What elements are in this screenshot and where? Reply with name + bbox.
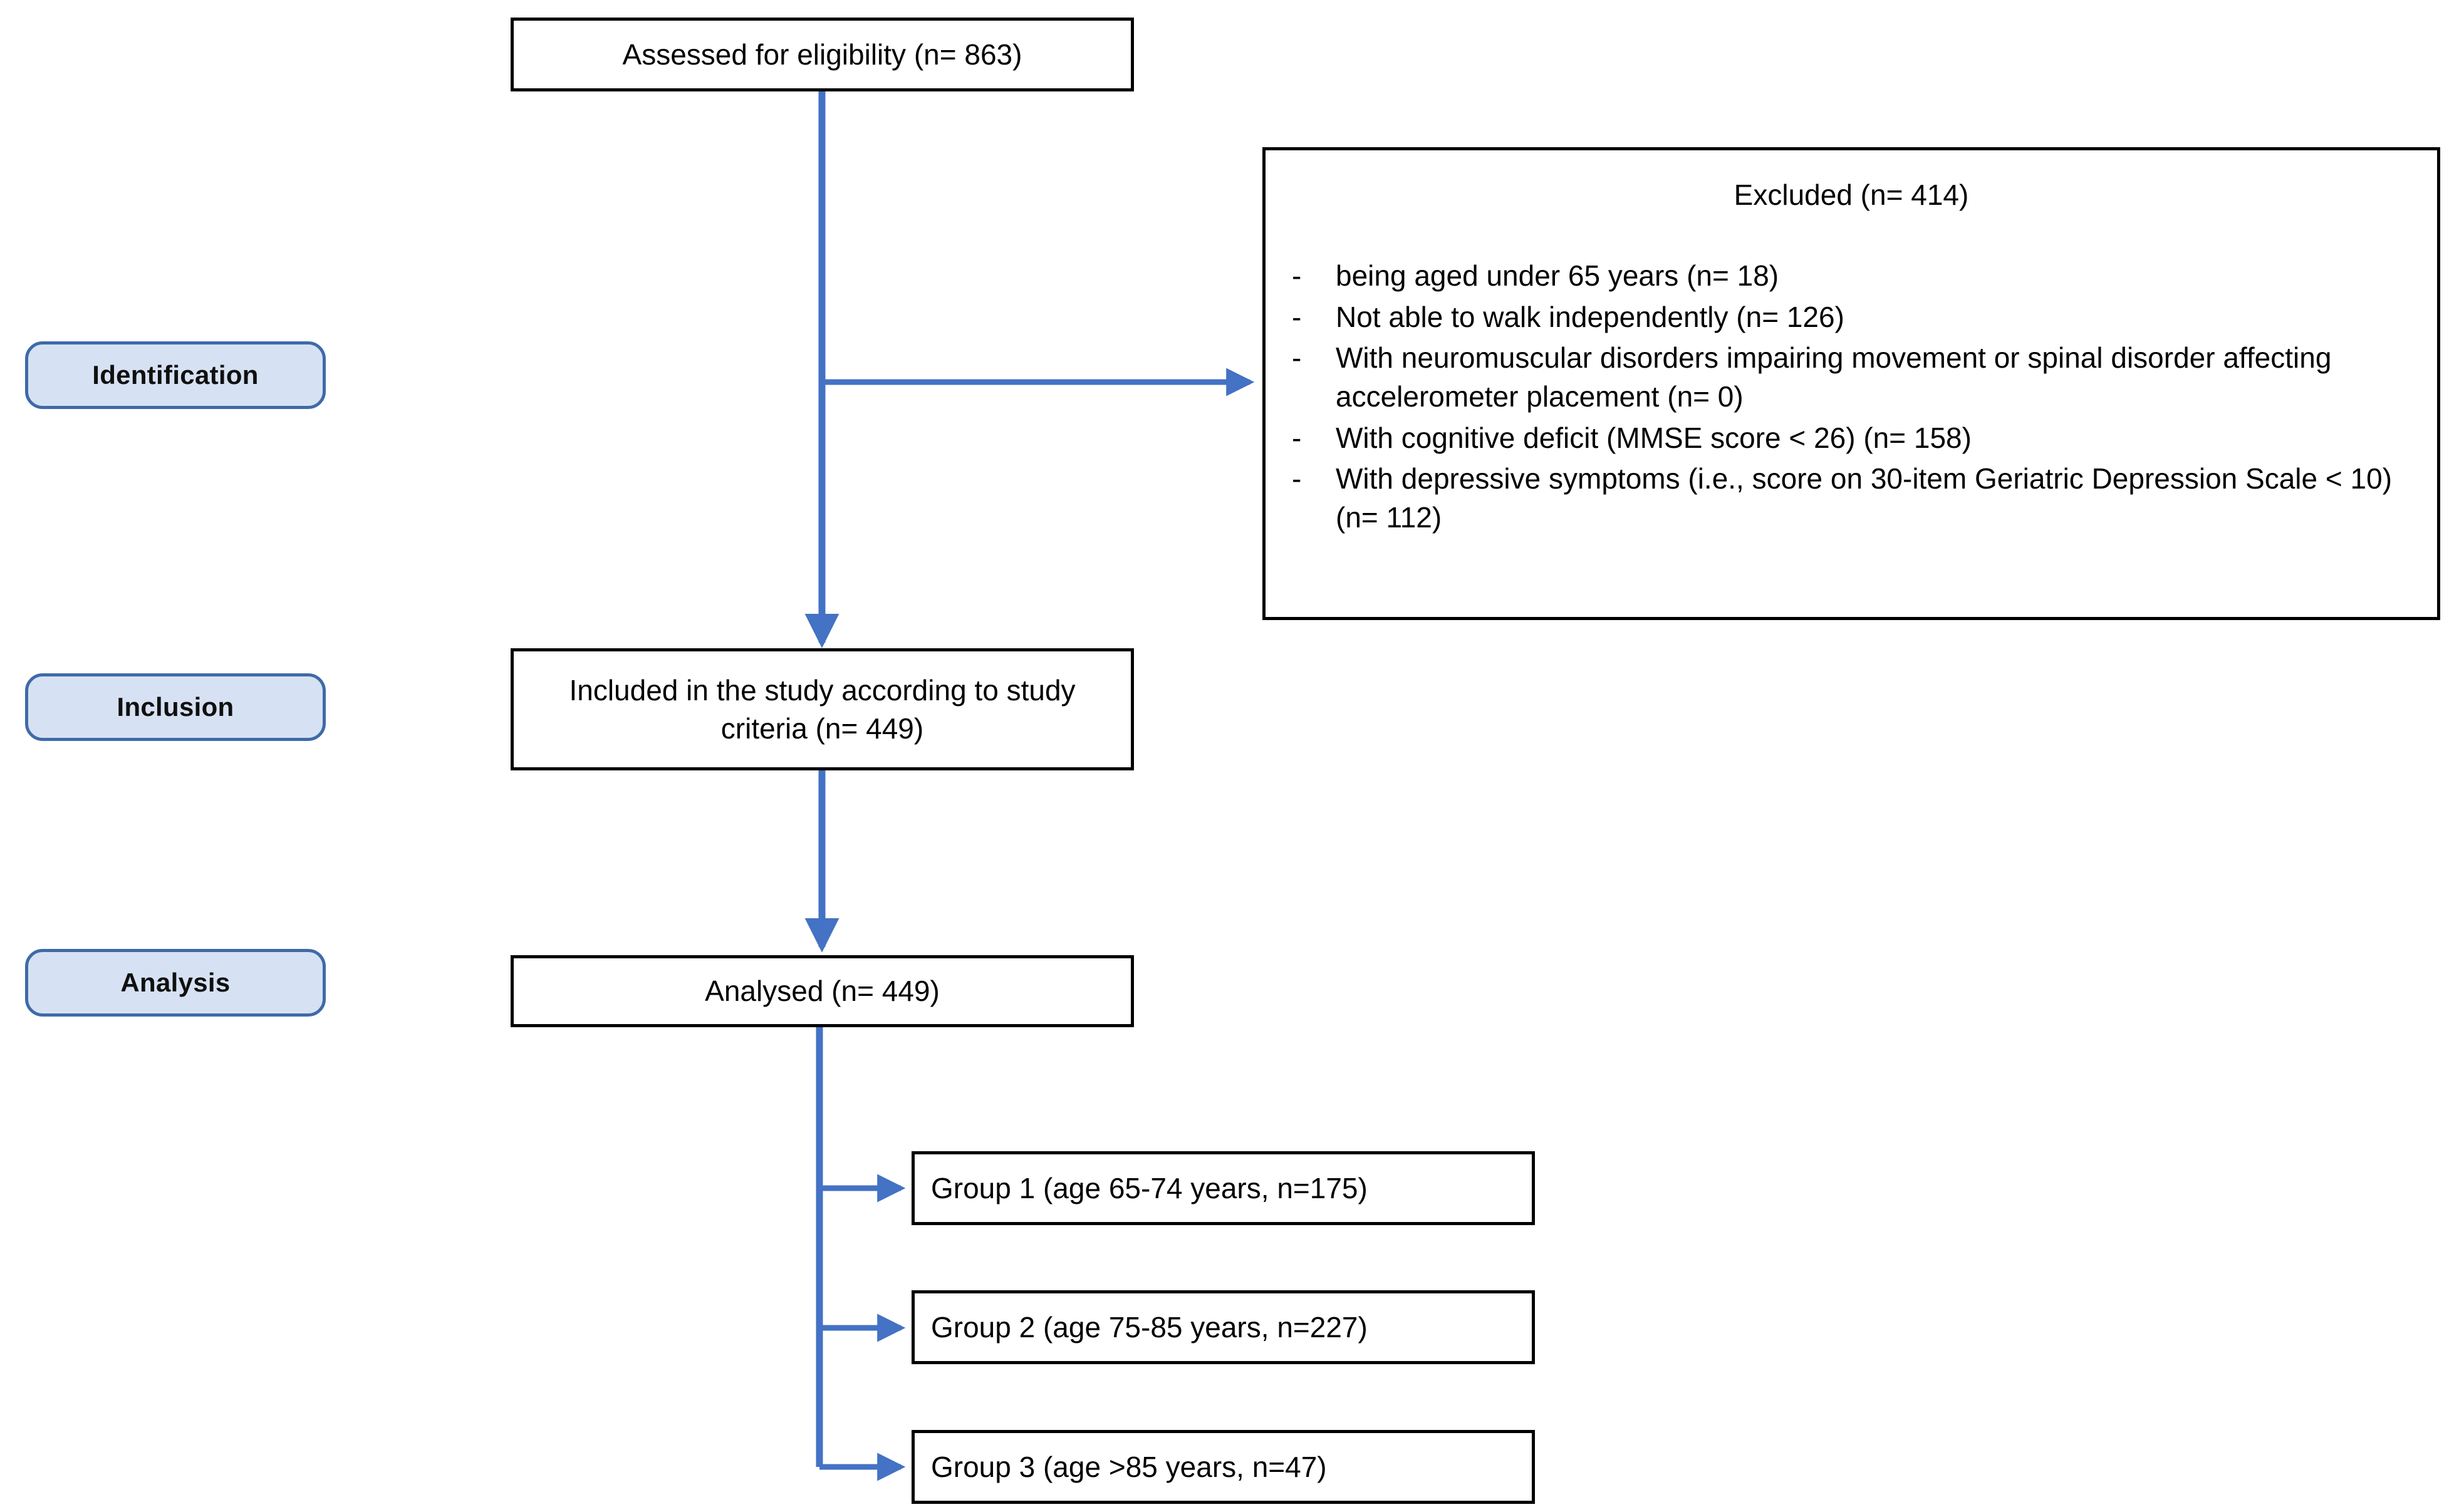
node-label: Group 3 (age >85 years, n=47) bbox=[931, 1451, 1327, 1483]
stage-label-inclusion: Inclusion bbox=[25, 673, 326, 741]
bullet-dash-icon: - bbox=[1292, 421, 1302, 454]
stage-label-text: Analysis bbox=[120, 968, 231, 997]
list-item: - With cognitive deficit (MMSE score < 2… bbox=[1266, 419, 2437, 458]
excluded-reason-list: - being aged under 65 years (n= 18) - No… bbox=[1266, 257, 2437, 537]
node-included-in-study: Included in the study according to study… bbox=[511, 648, 1134, 770]
stage-label-text: Inclusion bbox=[117, 692, 234, 722]
bullet-dash-icon: - bbox=[1292, 259, 1302, 292]
list-item: - With neuromuscular disorders impairing… bbox=[1266, 339, 2437, 416]
node-analysed: Analysed (n= 449) bbox=[511, 955, 1134, 1027]
node-assessed-for-eligibility: Assessed for eligibility (n= 863) bbox=[511, 18, 1134, 91]
node-group-1: Group 1 (age 65-74 years, n=175) bbox=[912, 1151, 1535, 1225]
node-label: Group 2 (age 75-85 years, n=227) bbox=[931, 1311, 1368, 1344]
node-label: Analysed (n= 449) bbox=[705, 975, 940, 1008]
stage-label-identification: Identification bbox=[25, 341, 326, 409]
bullet-dash-icon: - bbox=[1292, 341, 1302, 375]
node-group-3: Group 3 (age >85 years, n=47) bbox=[912, 1430, 1535, 1504]
stage-label-text: Identification bbox=[92, 360, 259, 390]
list-item-text: With neuromuscular disorders impairing m… bbox=[1336, 341, 2332, 413]
list-item-text: With cognitive deficit (MMSE score < 26)… bbox=[1336, 421, 1972, 454]
excluded-title: Excluded (n= 414) bbox=[1734, 179, 1969, 211]
list-item-text: Not able to walk independently (n= 126) bbox=[1336, 300, 1844, 333]
list-item: - With depressive symptoms (i.e., score … bbox=[1266, 460, 2437, 537]
node-label: Assessed for eligibility (n= 863) bbox=[622, 38, 1022, 71]
node-label: Group 1 (age 65-74 years, n=175) bbox=[931, 1172, 1368, 1204]
stage-label-analysis: Analysis bbox=[25, 949, 326, 1017]
list-item: - Not able to walk independently (n= 126… bbox=[1266, 298, 2437, 337]
bullet-dash-icon: - bbox=[1292, 300, 1302, 333]
bullet-dash-icon: - bbox=[1292, 462, 1302, 495]
node-label: Included in the study according to study… bbox=[569, 673, 1076, 745]
list-item-text: being aged under 65 years (n= 18) bbox=[1336, 259, 1779, 292]
node-group-2: Group 2 (age 75-85 years, n=227) bbox=[912, 1290, 1535, 1364]
list-item-text: With depressive symptoms (i.e., score on… bbox=[1336, 462, 2393, 534]
excluded-panel: Excluded (n= 414) - being aged under 65 … bbox=[1262, 147, 2440, 620]
list-item: - being aged under 65 years (n= 18) bbox=[1266, 257, 2437, 296]
